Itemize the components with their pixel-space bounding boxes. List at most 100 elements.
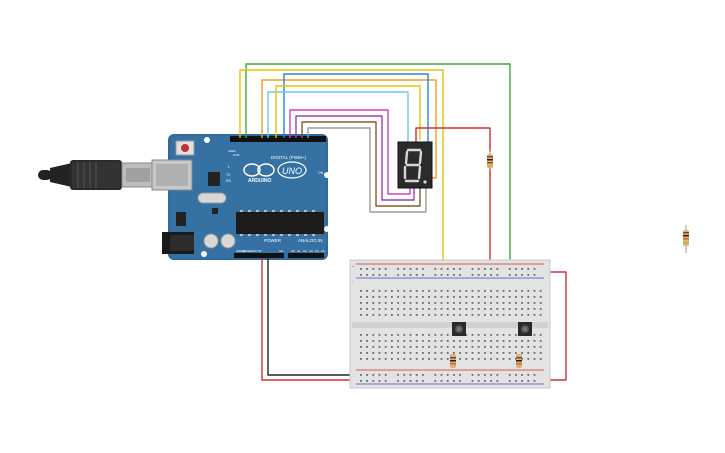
- breadboard-hole: [477, 346, 480, 348]
- breadboard-hole: [446, 314, 449, 316]
- breadboard-hole: [496, 302, 499, 304]
- arduino-board[interactable]: ARDUINO UNO DIGITAL (PWM~) POWER ANALOG …: [151, 134, 330, 260]
- breadboard-hole: [490, 374, 492, 376]
- breadboard-hole: [360, 302, 362, 304]
- breadboard-hole: [415, 308, 418, 310]
- wire-gray[interactable]: [307, 127, 427, 213]
- wire-blue[interactable]: [283, 73, 429, 164]
- breadboard-hole: [508, 374, 511, 376]
- breadboard-hole: [484, 290, 486, 292]
- breadboard-hole: [539, 290, 542, 292]
- breadboard-hole: [403, 302, 406, 304]
- breadboard-hole: [521, 308, 523, 310]
- breadboard-hole: [403, 358, 406, 360]
- breadboard-hole: [502, 346, 505, 348]
- breadboard-hole: [484, 302, 486, 304]
- arduino-logo: ARDUINO UNO: [243, 161, 307, 184]
- breadboard-hole: [508, 358, 511, 360]
- wire-yellow-2[interactable]: [275, 85, 421, 140]
- breadboard-hole: [521, 274, 523, 276]
- breadboard-hole: [391, 340, 393, 342]
- breadboard-hole: [366, 296, 368, 298]
- breadboard-hole: [378, 290, 381, 292]
- breadboard-hole: [434, 314, 437, 316]
- resistor-icon[interactable]: [516, 354, 522, 368]
- wire-5v[interactable]: [261, 258, 350, 381]
- breadboard-hole: [422, 290, 424, 292]
- digit-text: 8.: [0, 0, 2, 1]
- breadboard-hole: [397, 334, 399, 336]
- breadboard-hole: [409, 346, 412, 348]
- breadboard-hole: [446, 296, 449, 298]
- breadboard-hole: [360, 346, 362, 348]
- breadboard-hole: [403, 352, 406, 354]
- reset-button[interactable]: [175, 140, 195, 156]
- breadboard-hole: [378, 334, 381, 336]
- breadboard-hole: [502, 308, 505, 310]
- breadboard-hole: [409, 352, 412, 354]
- breadboard-hole: [471, 314, 474, 316]
- breadboard-hole: [515, 268, 517, 270]
- breadboard-hole: [391, 314, 393, 316]
- usb-cable-icon[interactable]: [38, 160, 155, 190]
- breadboard-hole: [366, 346, 368, 348]
- breadboard-hole: [378, 358, 381, 360]
- breadboard-hole: [434, 296, 437, 298]
- breadboard-hole: [440, 268, 443, 270]
- breadboard-hole: [471, 358, 474, 360]
- wire-magenta[interactable]: [289, 109, 411, 195]
- breadboard-hole: [415, 352, 418, 354]
- button-icon[interactable]: [452, 322, 466, 336]
- breadboard-hole: [446, 308, 449, 310]
- power-header: [234, 253, 284, 258]
- breadboard-hole: [496, 314, 499, 316]
- breadboard-hole: [384, 334, 387, 336]
- breadboard-hole: [490, 274, 492, 276]
- wire-purple[interactable]: [295, 115, 415, 201]
- breadboard-hole: [403, 268, 406, 270]
- wire-orange[interactable]: [261, 79, 437, 179]
- breadboard-hole: [465, 346, 468, 348]
- wire-gnd[interactable]: [267, 258, 350, 376]
- a4-label: A4: [315, 249, 319, 253]
- breadboard-hole: [496, 352, 499, 354]
- breadboard-hole: [515, 308, 517, 310]
- breadboard-hole: [502, 334, 505, 336]
- breadboard-hole: [496, 274, 499, 276]
- breadboard-hole: [391, 302, 393, 304]
- breadboard-hole: [384, 314, 387, 316]
- breadboard-hole: [453, 352, 455, 354]
- breadboard-hole: [360, 290, 362, 292]
- breadboard-hole: [366, 334, 368, 336]
- breadboard-hole: [366, 374, 368, 376]
- plus-label: +: [352, 264, 355, 269]
- breadboard-hole: [465, 290, 468, 292]
- breadboard-hole: [434, 290, 437, 292]
- wire-brown[interactable]: [301, 121, 421, 207]
- breadboard-hole: [471, 380, 474, 382]
- button-icon[interactable]: [518, 322, 532, 336]
- wire-cyan[interactable]: [267, 91, 409, 146]
- breadboard-hole: [360, 308, 362, 310]
- gnd-label: GND: [233, 153, 241, 157]
- breadboard-hole: [521, 290, 523, 292]
- seven-segment-icon[interactable]: 8.: [0, 0, 433, 189]
- breadboard-hole: [397, 340, 399, 342]
- breadboard-hole: [527, 314, 530, 316]
- breadboard-hole: [477, 380, 480, 382]
- breadboard-hole: [372, 358, 375, 360]
- breadboard-hole: [434, 380, 437, 382]
- breadboard-hole: [378, 274, 381, 276]
- resistor-icon[interactable]: [487, 150, 493, 170]
- breadboard-hole: [459, 358, 461, 360]
- breadboard-hole: [539, 346, 542, 348]
- breadboard-hole: [360, 274, 362, 276]
- wire-rail-jumper[interactable]: [540, 271, 567, 381]
- breadboard-hole: [459, 374, 461, 376]
- breadboard-hole: [471, 308, 474, 310]
- resistor-icon[interactable]: [450, 354, 456, 368]
- resistor-icon[interactable]: [683, 225, 689, 253]
- breadboard-hole: [384, 274, 387, 276]
- breadboard-hole: [502, 352, 505, 354]
- wire-red-display[interactable]: [415, 127, 491, 152]
